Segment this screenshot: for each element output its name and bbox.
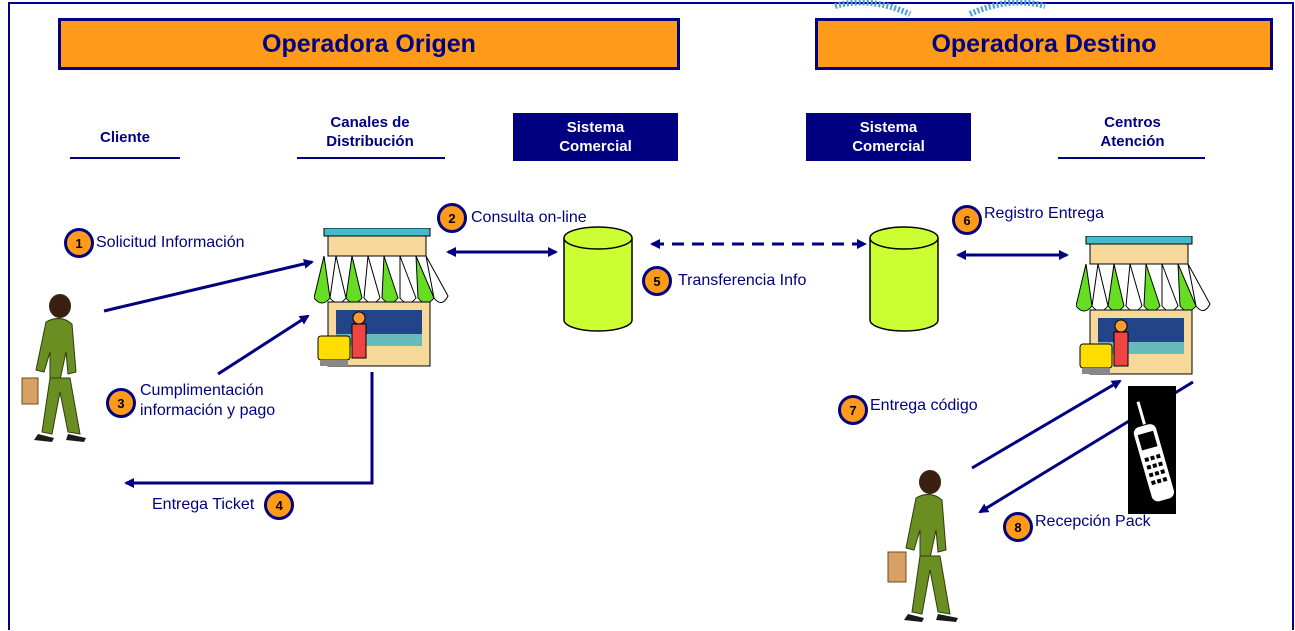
sistema-comercial-origen: Sistema Comercial (513, 113, 678, 161)
step-7: 7 Entrega código (838, 395, 978, 425)
column-centros-line1: Centros (1104, 114, 1161, 131)
header-origin-label: Operadora Origen (262, 29, 476, 58)
column-cliente-label: Cliente (99, 129, 150, 146)
step-4-badge: 4 (264, 490, 295, 520)
step-3-badge: 3 (106, 388, 136, 418)
arrow-solicitud (103, 258, 314, 313)
column-canales-line1: Canales de (330, 114, 410, 131)
database-icon-origen (563, 226, 633, 332)
column-centros: Centros Atención (1060, 113, 1205, 151)
step-1: 1 Solicitud Información (64, 228, 245, 258)
sistema-comercial-destino: Sistema Comercial (806, 113, 971, 161)
column-canales: Canales de Distribución (295, 113, 445, 151)
step-3-label-line2: información y pago (140, 402, 276, 419)
diagram-frame (8, 2, 1293, 630)
partial-decoration-top (834, 0, 1046, 17)
step-4: Entrega Ticket 4 (152, 490, 295, 520)
step-7-label: Entrega código (870, 397, 978, 414)
arrow-entrega-ticket (124, 372, 374, 488)
step-8-badge: 8 (1003, 512, 1033, 542)
mobile-phone-icon (1128, 386, 1176, 514)
sistema-origen-line2: Comercial (559, 138, 632, 155)
step-5: 5 Transferencia Info (642, 266, 806, 296)
step-1-label: Solicitud Información (96, 234, 245, 251)
sistema-origen-line1: Sistema (566, 119, 625, 136)
header-destination-label: Operadora Destino (931, 29, 1157, 58)
database-icon-destino (869, 226, 939, 332)
step-2-badge: 2 (437, 203, 467, 233)
column-canales-underline (297, 157, 445, 159)
step-4-label: Entrega Ticket (152, 496, 255, 513)
column-centros-underline (1058, 157, 1205, 159)
header-operadora-origen: Operadora Origen (58, 18, 680, 70)
column-cliente-underline (70, 157, 180, 159)
step-6-badge: 6 (952, 205, 982, 235)
arrow-cumplimentacion (217, 314, 310, 376)
sistema-destino-line1: Sistema (859, 119, 918, 136)
step-8-label: Recepción Pack (1035, 513, 1151, 530)
step-5-label: Transferencia Info (678, 272, 807, 289)
step-3: 3 Cumplimentación información y pago (106, 382, 276, 421)
step-7-badge: 7 (838, 395, 868, 425)
frame-border-right (1292, 2, 1294, 630)
arrow-entrega-codigo (971, 379, 1122, 470)
sistema-destino-line2: Comercial (852, 138, 925, 155)
column-canales-line2: Distribución (326, 133, 414, 150)
person-icon-cliente-destino (887, 470, 958, 622)
step-3-label-line1: Cumplimentación (140, 382, 264, 399)
person-icon-cliente-origen (21, 294, 86, 442)
step-6: 6 Registro Entrega (952, 205, 1104, 235)
header-operadora-destino: Operadora Destino (815, 18, 1273, 70)
shop-icon-origen (314, 228, 449, 367)
step-2: 2 Consulta on-line (437, 203, 587, 233)
column-cliente: Cliente (70, 128, 180, 147)
step-6-label: Registro Entrega (984, 205, 1105, 222)
step-8: 8 Recepción Pack (1003, 512, 1151, 542)
column-centros-line2: Atención (1100, 133, 1165, 150)
step-2-label: Consulta on-line (471, 209, 587, 226)
shop-icon-destino (1076, 236, 1211, 375)
step-1-badge: 1 (64, 228, 94, 258)
step-5-badge: 5 (642, 266, 672, 296)
